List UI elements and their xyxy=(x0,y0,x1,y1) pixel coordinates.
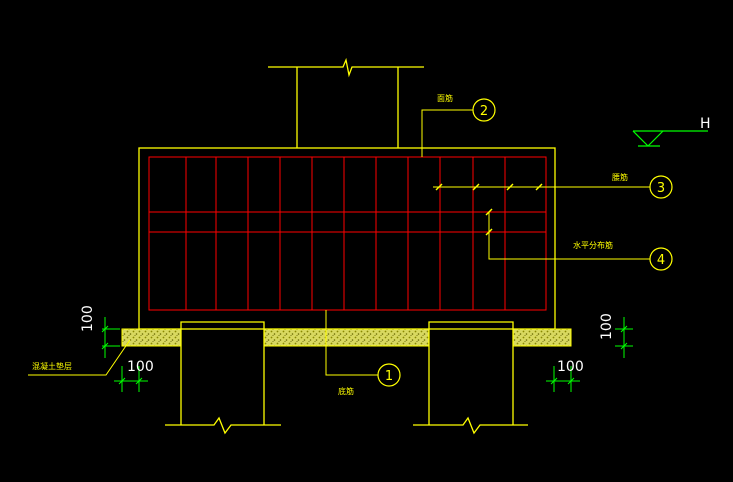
dimension-text: 100 xyxy=(557,359,584,375)
callout-number: 1 xyxy=(385,369,393,384)
callout-number: 2 xyxy=(480,104,488,119)
cushion-label: 混凝土垫层 xyxy=(32,361,72,371)
dimension-text: 100 xyxy=(127,359,154,375)
dimension-text: 100 xyxy=(80,305,96,332)
elevation-label: H xyxy=(700,116,711,132)
callout-label: 底筋 xyxy=(338,386,354,396)
top-break-line xyxy=(268,57,424,78)
callout-3: 3 腰筋 xyxy=(433,172,673,199)
stirrup-outline xyxy=(148,156,547,311)
dimension-text: 100 xyxy=(599,313,615,340)
piles xyxy=(165,321,528,435)
top-column xyxy=(268,57,424,148)
left-pile-break xyxy=(165,416,281,435)
callout-label: 水平分布筋 xyxy=(573,240,613,250)
right-pile xyxy=(428,321,514,425)
rebar-cage xyxy=(148,156,547,311)
dimension-left: 100 100 xyxy=(80,305,154,392)
callout-label: 面筋 xyxy=(437,93,453,103)
elevation-triangle-icon xyxy=(632,130,708,147)
callout-number: 4 xyxy=(657,253,665,268)
left-pile xyxy=(180,321,265,425)
callout-4: 4 水平分布筋 xyxy=(485,208,673,271)
callout-2: 2 面筋 xyxy=(421,93,496,157)
callout-number: 3 xyxy=(657,181,665,196)
cushion-layer xyxy=(121,328,572,347)
right-pile-break xyxy=(413,416,528,435)
callout-1: 1 底筋 xyxy=(325,310,401,396)
dimension-right: 100 100 xyxy=(546,313,633,392)
beam-outline xyxy=(138,147,556,330)
elevation-marker: H xyxy=(632,116,711,147)
cushion-callout: 混凝土垫层 xyxy=(28,339,131,376)
callout-label: 腰筋 xyxy=(612,172,628,182)
